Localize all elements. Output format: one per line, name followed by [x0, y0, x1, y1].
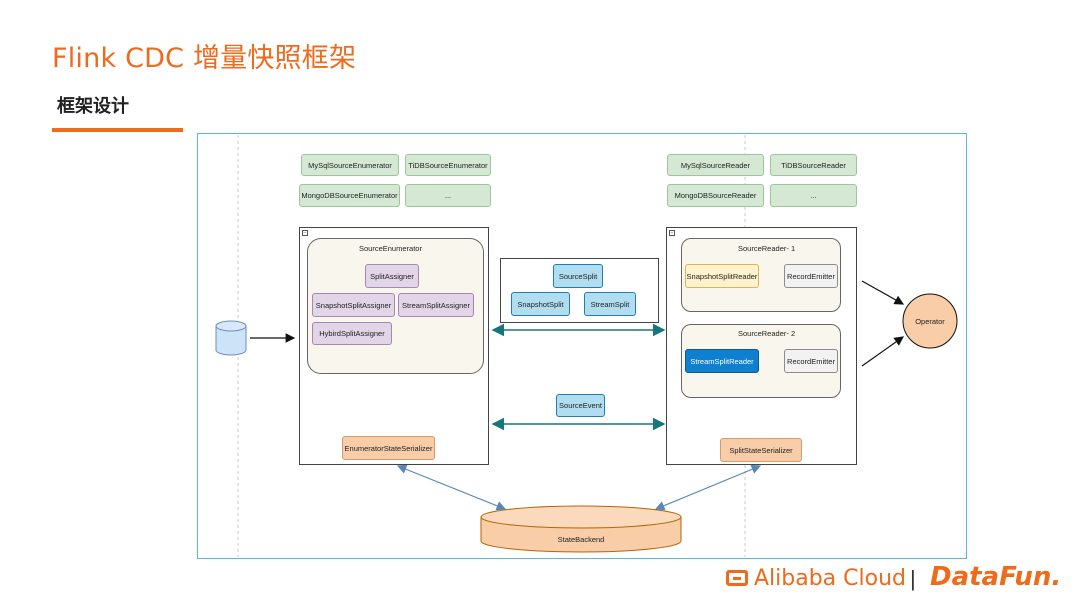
stream-split-reader: StreamSplitReader — [685, 349, 759, 373]
operator-label: Operator — [915, 317, 945, 326]
subtitle-underline — [52, 128, 183, 132]
source-event: SourceEvent — [556, 394, 605, 417]
record-emitter-1: RecordEmitter — [784, 264, 838, 288]
snapshot-split-assigner: SnapshotSplitAssigner — [312, 293, 395, 317]
stream-split: StreamSplit — [584, 292, 636, 316]
mongodb-source-enumerator: MongoDBSourceEnumerator — [299, 184, 400, 207]
enum-serializer-to-backend-arrow — [396, 464, 507, 511]
snapshot-split-reader: SnapshotSplitReader — [685, 264, 759, 288]
reader2-to-operator-arrow — [861, 336, 904, 367]
datafun-logo: DataFun. — [930, 562, 1062, 592]
page-title: Flink CDC 增量快照框架 — [52, 43, 357, 74]
operator-node — [902, 293, 958, 349]
alibaba-logo-icon — [726, 570, 748, 586]
split-assigner: SplitAssigner — [365, 264, 419, 288]
database-icon — [215, 320, 247, 356]
collapse-icon[interactable]: − — [669, 230, 675, 236]
stream-split-assigner: StreamSplitAssigner — [398, 293, 474, 317]
hybird-split-assigner: HybirdSplitAssigner — [312, 322, 392, 345]
alibaba-cloud-text: Alibaba Cloud — [754, 566, 907, 591]
source-enumerator-label: SourceEnumerator — [359, 244, 422, 253]
logo-separator: | — [910, 566, 916, 591]
snapshot-split: SnapshotSplit — [511, 292, 570, 316]
split-serializer-to-backend-arrow — [654, 464, 762, 511]
collapse-icon[interactable]: − — [302, 230, 308, 236]
alibaba-cloud-logo: Alibaba Cloud — [726, 566, 906, 591]
more-enumerators: ... — [405, 184, 491, 207]
diagram-frame — [197, 133, 967, 559]
enumerator-state-serializer: EnumeratorStateSerializer — [342, 436, 435, 460]
source-split: SourceSplit — [553, 264, 603, 288]
section-subtitle: 框架设计 — [57, 96, 129, 117]
mysql-source-reader: MySqlSourceReader — [667, 154, 764, 176]
reader1-to-operator-arrow — [861, 280, 905, 305]
state-backend-cylinder — [480, 505, 682, 553]
source-reader-1-label: SourceReader- 1 — [738, 244, 796, 253]
split-state-serializer: SplitStateSerializer — [720, 438, 802, 462]
mongodb-source-reader: MongoDBSourceReader — [667, 184, 764, 207]
source-reader-2-label: SourceReader- 2 — [738, 329, 796, 338]
tidb-source-enumerator: TiDBSourceEnumerator — [405, 154, 491, 176]
tidb-source-reader: TiDBSourceReader — [770, 154, 857, 176]
state-backend-label: StateBackend — [557, 535, 605, 544]
mysql-source-enumerator: MySqlSourceEnumerator — [301, 154, 399, 176]
more-readers: ... — [770, 184, 857, 207]
record-emitter-2: RecordEmitter — [784, 349, 838, 373]
